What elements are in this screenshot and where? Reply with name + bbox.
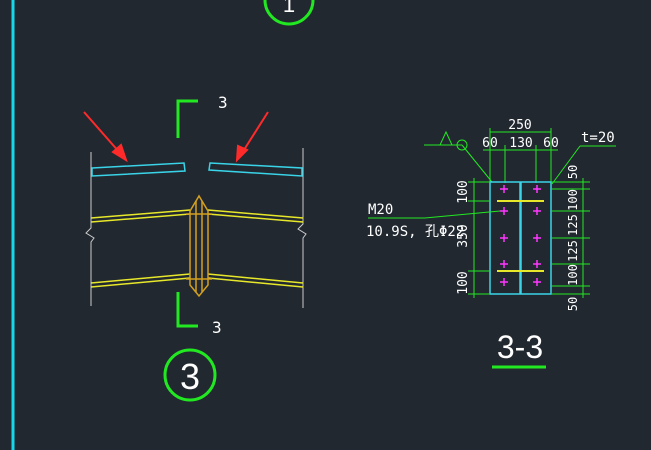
weld-symbol xyxy=(424,130,493,183)
beam-elevation xyxy=(83,111,307,308)
section-mark-top-number: 3 xyxy=(218,93,228,112)
bolt xyxy=(533,278,541,286)
plate-thickness-label: t=20 xyxy=(581,130,615,146)
section-mark-bottom-number: 3 xyxy=(212,318,222,337)
center-end-plate xyxy=(186,194,212,298)
section-mark-top: 3 xyxy=(176,93,228,138)
bolt-leader xyxy=(368,210,501,219)
dim-right-6: 50 xyxy=(566,297,580,311)
bolt-spec-line2: 10.9S, 孔Φ22 xyxy=(366,224,464,240)
bolt xyxy=(500,185,508,193)
dim-right-1: 50 xyxy=(566,165,580,179)
cyan-top-plates xyxy=(91,162,303,177)
dim-top-overall: 250 xyxy=(508,118,531,133)
section-flanges xyxy=(497,200,544,272)
bolt xyxy=(500,278,508,286)
dim-left-top: 100 xyxy=(456,180,471,203)
dim-right-3: 125 xyxy=(566,214,580,236)
bolt xyxy=(500,234,508,242)
detail-circle: 3 xyxy=(163,348,217,402)
section-view: 250 60 130 60 t=20 xyxy=(366,118,616,369)
dim-left-bottom: 100 xyxy=(456,271,471,294)
dim-right-5: 100 xyxy=(566,264,580,286)
dim-top-middle: 130 xyxy=(509,136,532,151)
bolt xyxy=(500,260,508,268)
dim-top-right: 60 xyxy=(543,136,559,151)
red-arrows xyxy=(83,111,269,163)
break-lines xyxy=(85,148,307,308)
partial-circle-number: 1 xyxy=(283,0,295,17)
end-plate xyxy=(489,181,552,295)
bolt xyxy=(533,260,541,268)
detail-circle-number: 3 xyxy=(180,356,200,397)
bolt xyxy=(533,234,541,242)
plate-leader xyxy=(551,145,616,185)
top-dimensions xyxy=(483,128,558,183)
beam-flanges xyxy=(90,209,304,288)
dim-left-middle: 350 xyxy=(456,224,471,247)
bolt-pattern xyxy=(500,185,541,286)
dim-top-left: 60 xyxy=(482,136,498,151)
bolt xyxy=(500,207,508,215)
bolt xyxy=(533,185,541,193)
bolt-spec-line1: M20 xyxy=(368,202,393,218)
bolt xyxy=(533,207,541,215)
section-title: 3-3 xyxy=(497,329,543,365)
section-mark-bottom: 3 xyxy=(176,292,222,337)
partial-detail-circle-top: 1 xyxy=(263,0,315,26)
dim-right-2: 100 xyxy=(566,189,580,211)
left-dimensions xyxy=(468,178,490,298)
dim-right-4: 125 xyxy=(566,240,580,262)
right-dimensions xyxy=(551,178,590,298)
